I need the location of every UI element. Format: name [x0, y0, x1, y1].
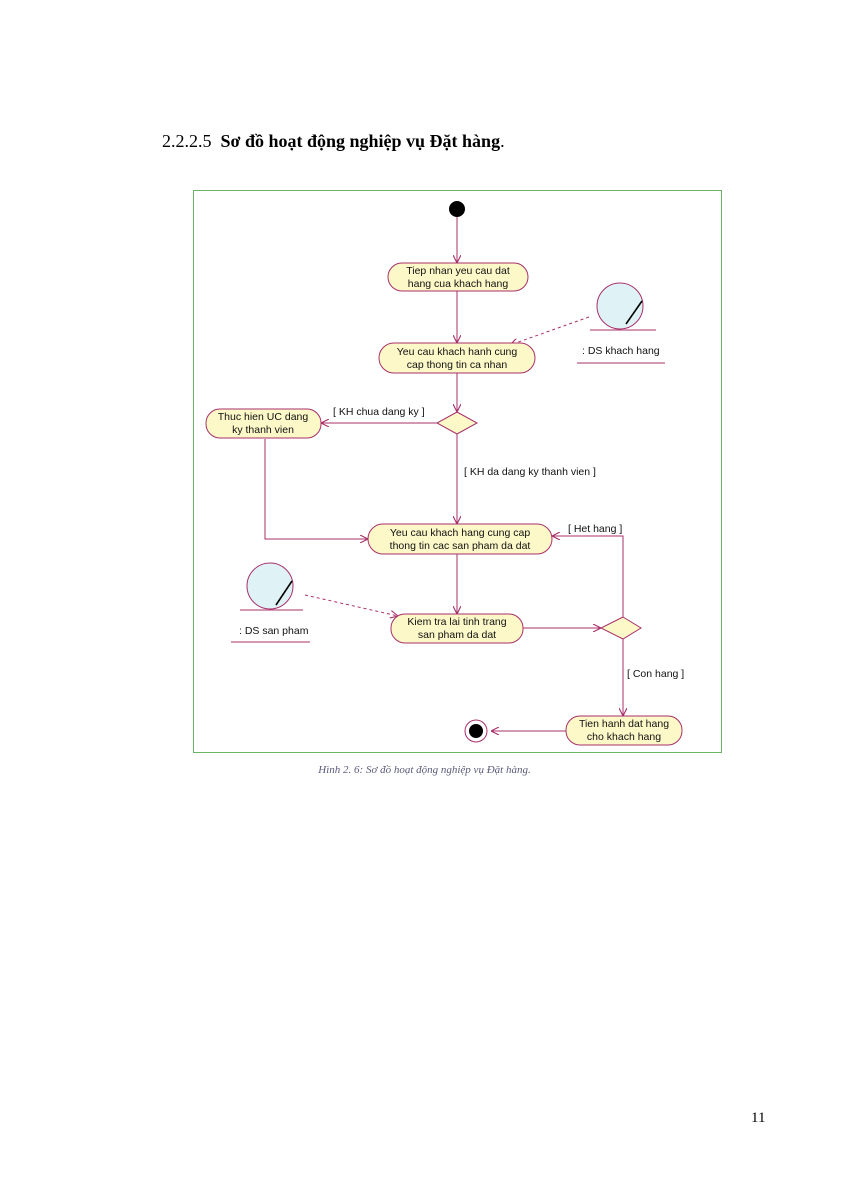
- activity-kiem-tra: [390, 613, 524, 644]
- activity-tien-hanh: [565, 715, 683, 746]
- activity-yeu-cau-san-pham: [367, 523, 553, 555]
- guard-het-hang: [ Het hang ]: [568, 523, 622, 535]
- decision-con-hang: [599, 616, 642, 640]
- label-yeu-cau-san-pham-2: thong tin cac san pham da dat: [390, 540, 531, 552]
- ds-san-pham-object: [231, 562, 310, 643]
- object-ds-khach-hang-label: : DS khach hang: [582, 345, 660, 357]
- label-kiem-tra-2: san pham da dat: [418, 629, 496, 641]
- label-yeu-cau-ca-nhan-1: Yeu cau khach hanh cung: [397, 346, 518, 358]
- object-ds-san-pham-label: : DS san pham: [239, 625, 309, 637]
- guard-con-hang: [ Con hang ]: [627, 668, 684, 680]
- label-yeu-cau-san-pham-1: Yeu cau khach hang cung cap: [390, 527, 530, 539]
- label-tiep-nhan-2: hang cua khach hang: [408, 278, 509, 290]
- decision-dang-ky: [435, 411, 479, 435]
- final-node: [469, 724, 483, 738]
- ds-khach-hang-object: [577, 282, 665, 364]
- initial-node: [449, 201, 465, 217]
- flow-decision2-to-yeu-cau-san-pham: [552, 536, 624, 617]
- section-heading: 2.2.2.5 Sơ đồ hoạt động nghiệp vụ Đặt hàn…: [162, 131, 505, 152]
- guard-kh-chua-dang-ky: [ KH chua dang ky ]: [333, 406, 425, 418]
- flow-thuc-hien-to-yeu-cau-san-pham: [264, 439, 368, 539]
- label-tiep-nhan-1: Tiep nhan yeu cau dat: [406, 265, 510, 277]
- activity-diagram: Tiep nhan yeu cau dat hang cua khach han…: [205, 201, 684, 746]
- page-number: 11: [751, 1110, 766, 1126]
- section-number: 2.2.2.5: [162, 131, 212, 151]
- activity-diagram-figure: Tiep nhan yeu cau dat hang cua khach han…: [193, 190, 722, 753]
- dep-ds-khach-hang: [510, 316, 590, 345]
- section-title: Sơ đồ hoạt động nghiệp vụ Đặt hàng: [220, 131, 501, 151]
- label-thuc-hien-uc-1: Thuc hien UC dang: [218, 411, 309, 423]
- label-thuc-hien-uc-2: ky thanh vien: [232, 424, 294, 436]
- activity-tiep-nhan: [387, 262, 529, 292]
- label-tien-hanh-1: Tien hanh dat hang: [579, 718, 669, 730]
- figure-caption: Hình 2. 6: Sơ đồ hoạt động nghiệp vụ Đặt…: [318, 764, 531, 776]
- activity-yeu-cau-ca-nhan: [378, 342, 536, 374]
- label-tien-hanh-2: cho khach hang: [587, 731, 661, 743]
- guard-kh-da-dang-ky: [ KH da dang ky thanh vien ]: [464, 466, 596, 478]
- label-kiem-tra-1: Kiem tra lai tinh trang: [407, 616, 506, 628]
- dep-ds-san-pham: [304, 594, 398, 616]
- section-period: .: [500, 131, 505, 151]
- label-yeu-cau-ca-nhan-2: cap thong tin ca nhan: [407, 359, 508, 371]
- activity-thuc-hien-uc: [205, 408, 322, 439]
